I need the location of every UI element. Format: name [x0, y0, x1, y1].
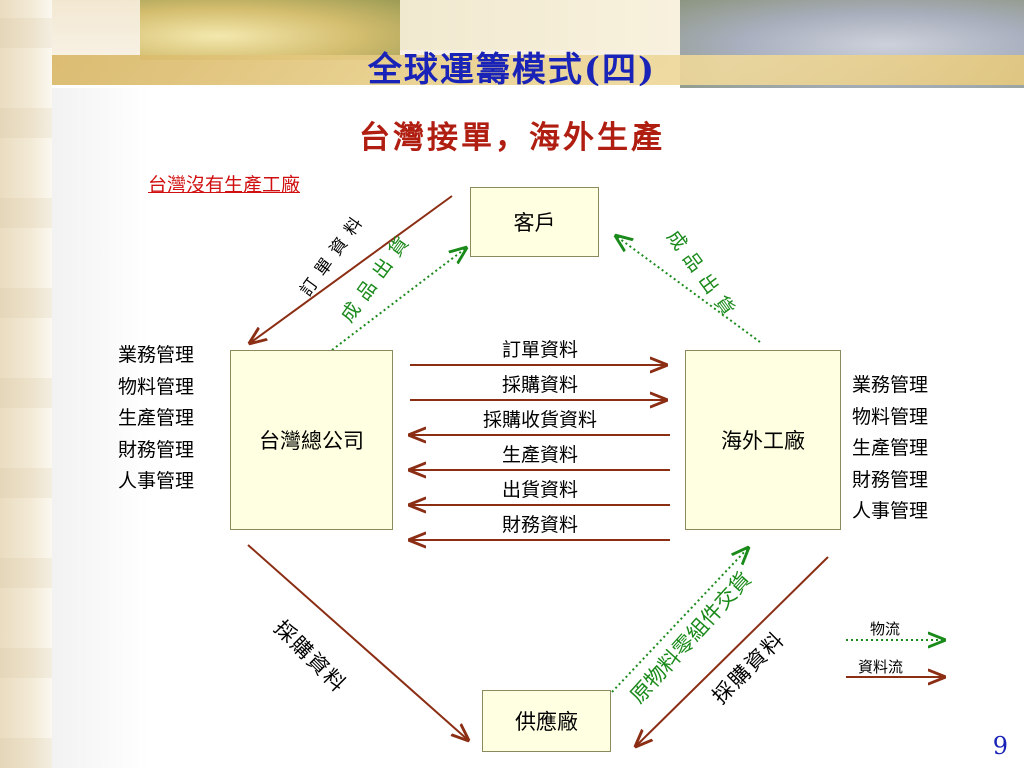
factory-function-item: 業務管理	[852, 374, 929, 396]
hq-function-item: 財務管理	[118, 438, 195, 461]
header-photo-light	[400, 0, 680, 50]
left-texture-strip	[0, 0, 52, 768]
hq-functions-list: 業務管理 物料管理 生產管理 財務管理 人事管理	[118, 340, 194, 498]
legend-material-flow: 物流	[870, 620, 901, 638]
flow-label-finance: 財務資料	[501, 514, 578, 536]
flow-label-receiving: 採購收貨資料	[482, 409, 597, 431]
slide-subtitle: 台灣接單，海外生產	[359, 120, 665, 156]
factory-function-item: 生產管理	[852, 437, 929, 459]
node-taiwan-hq: 台灣總公司	[230, 350, 393, 530]
flow-label-order: 訂單資料	[501, 339, 578, 361]
factory-function-item: 物料管理	[852, 405, 929, 428]
header-gold-band	[30, 55, 1024, 85]
flow-label-shipping: 出貨資料	[501, 479, 578, 501]
factory-functions-list: 業務管理 物料管理 生產管理 財務管理 人事管理	[852, 370, 928, 528]
node-overseas-factory: 海外工廠	[685, 350, 841, 530]
hq-function-item: 人事管理	[118, 470, 195, 492]
hq-function-item: 物料管理	[118, 375, 195, 398]
factory-function-item: 財務管理	[852, 468, 929, 491]
note-no-factory: 台灣沒有生產工廠	[148, 174, 301, 196]
arrow-supplier-to-factory	[611, 548, 748, 693]
node-customer: 客戶	[470, 187, 599, 257]
arrow-customer-to-hq	[250, 195, 453, 343]
flow-label-purchase: 採購資料	[501, 374, 578, 396]
slide-title: 全球運籌模式(四)	[367, 50, 657, 90]
header-photo-flower	[140, 0, 400, 60]
factory-function-item: 人事管理	[852, 500, 929, 522]
legend-data-flow: 資料流	[858, 658, 904, 676]
arrow-hq-goods-to-customer	[331, 248, 466, 351]
arrow-hq-to-supplier	[247, 544, 468, 740]
arrow-factory-to-supplier	[636, 556, 829, 746]
hq-function-item: 業務管理	[118, 344, 195, 366]
hq-function-item: 生產管理	[118, 407, 195, 429]
node-supplier: 供應廠	[482, 690, 611, 752]
page-number: 9	[992, 732, 1008, 760]
flow-label-production: 生產資料	[501, 444, 578, 466]
